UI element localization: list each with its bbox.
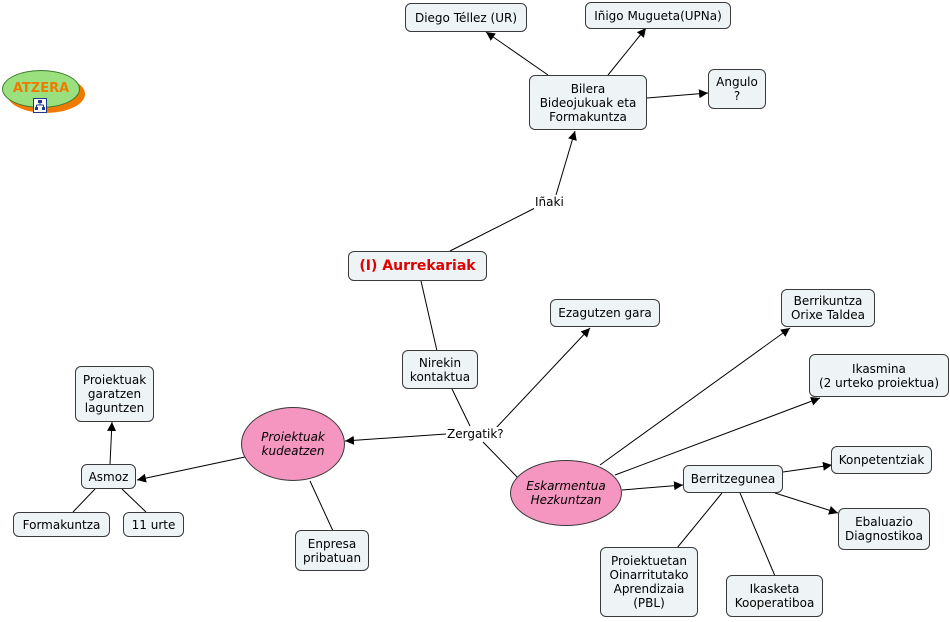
link-asmoz-11urte [121,488,147,513]
link-bilera-inigo [607,27,647,76]
node-enpresa-pribatuan[interactable]: Enpresa pribatuan [295,530,369,571]
node-nirekin-kontaktua[interactable]: Nirekin kontaktua [402,350,478,389]
link-zergatik-eskarmentua [482,441,521,481]
node-konpetentziak[interactable]: Konpetentziak [831,446,932,474]
link-bilera-angulo [646,89,709,99]
link-berr-pbl [676,492,723,549]
node-diego-tellez[interactable]: Diego Téllez (UR) [405,3,527,32]
link-label-zergatik: Zergatik? [446,427,505,441]
node-11-urte[interactable]: 11 urte [123,512,184,537]
node-proiektuak-kudeatzen[interactable]: Proiektuak kudeatzen [241,407,345,481]
main-topic-node[interactable]: (I) Aurrekariak [348,251,487,281]
atzera-button[interactable]: ATZERA [2,70,85,114]
node-inigo-mugueta[interactable]: Iñigo Mugueta(UPNa) [585,2,731,29]
node-eskarmentua-hezkuntzan[interactable]: Eskarmentua Hezkuntzan [510,460,622,526]
link-esk-ikasmina [614,396,821,476]
node-pbl[interactable]: Proiektuetan Oinarritutako Aprendizaia (… [600,547,698,617]
link-zergatik-ezagutzen [495,327,591,429]
node-berrikuntza[interactable]: Berrikuntza Orixe Taldea [781,289,875,327]
node-ebaluazio-diagnostikoa[interactable]: Ebaluazio Diagnostikoa [838,508,930,550]
link-zergatik-kudeatzen [344,433,447,445]
link-berr-konpetentziak [782,461,833,473]
link-kudeatzen-asmoz [136,456,246,483]
node-ikasketa-kooperatiboa[interactable]: Ikasketa Kooperatiboa [726,575,823,617]
concept-map-icon [33,98,47,113]
link-esk-berritzegunea [621,481,684,491]
atzera-button-label: ATZERA [12,81,70,96]
node-berritzegunea[interactable]: Berritzegunea [683,465,783,493]
node-asmoz[interactable]: Asmoz [81,464,136,489]
link-nirekin-zergatik [451,388,471,427]
link-bilera-diego [485,31,549,76]
node-ikasmina[interactable]: Ikasmina (2 urteko proiektua) [809,354,949,397]
node-formakuntza[interactable]: Formakuntza [13,512,110,537]
link-kudeatzen-enpresa [309,480,334,532]
node-proiektuak-laguntzen[interactable]: Proiektuak garatzen laguntzen [75,366,154,422]
node-ezagutzen-gara[interactable]: Ezagutzen gara [550,299,660,327]
link-berr-evaluazio [774,492,839,515]
link-esk-berrikuntza [599,327,791,466]
link-label-inaki: Iñaki [534,195,565,209]
link-asmoz-laguntzen [107,421,117,465]
link-inaki-bilera [555,130,577,196]
link-asmoz-formakuntza [72,488,96,513]
link-main-nirekin [420,280,438,352]
link-main-inaki [449,207,536,252]
link-berr-ikasketa [739,492,776,577]
node-bilera[interactable]: Bilera Bideojukuak eta Formakuntza [529,75,647,130]
node-angulo[interactable]: Angulo ? [708,69,766,109]
